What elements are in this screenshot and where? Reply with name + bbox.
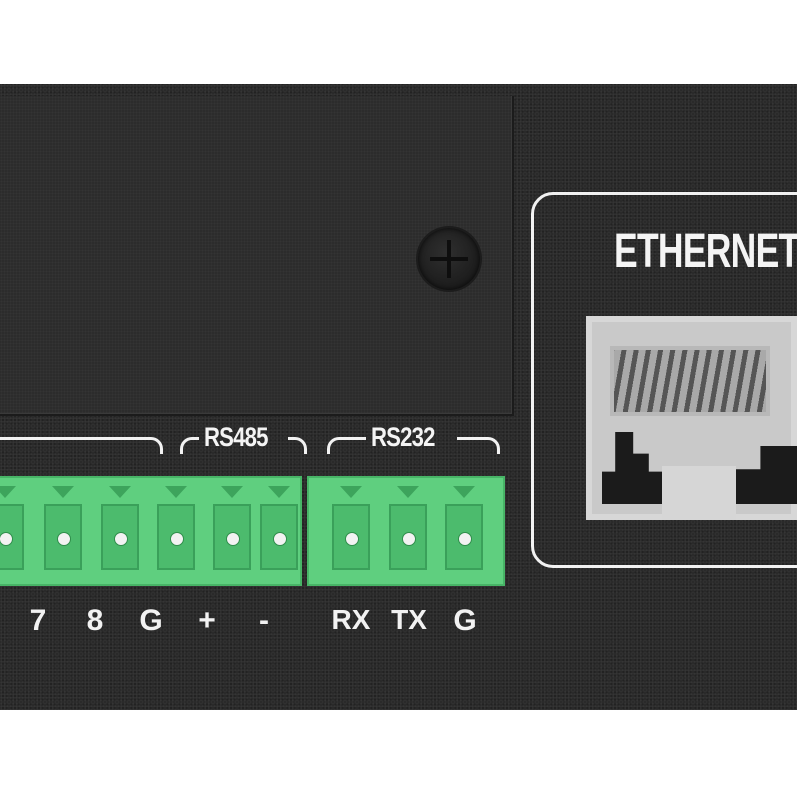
ethernet-port[interactable] <box>586 316 797 520</box>
pin-label-g2: G <box>453 604 477 637</box>
rs485-bracket-right <box>288 437 307 454</box>
terminal-tx[interactable] <box>385 486 431 580</box>
terminal-rx[interactable] <box>328 486 374 580</box>
terminal-g1[interactable] <box>153 486 199 580</box>
rs232-bracket-right <box>457 437 500 454</box>
terminal-partial <box>0 486 28 580</box>
rj45-latch-opening <box>662 466 736 520</box>
pin-label-rx: RX <box>331 604 371 635</box>
ethernet-label: ETHERNET <box>614 225 797 278</box>
screw-icon <box>418 228 480 290</box>
rs485-label: RS485 <box>204 422 268 452</box>
pin-label-plus: + <box>198 604 216 637</box>
terminal-plus[interactable] <box>209 486 255 580</box>
pin-label-8: 8 <box>86 604 104 637</box>
io-group-bracket <box>0 437 163 454</box>
terminal-block-io-rs485 <box>0 476 302 586</box>
terminal-g2[interactable] <box>441 486 487 580</box>
rj45-contacts <box>610 346 770 416</box>
terminal-8[interactable] <box>97 486 143 580</box>
pin-label-g1: G <box>139 604 163 637</box>
rs232-bracket-left <box>327 437 366 454</box>
ethernet-frame <box>531 192 797 568</box>
rs485-bracket-left <box>180 437 199 454</box>
rj45-latch-right <box>736 446 797 504</box>
rj45-latch-left <box>602 432 662 504</box>
pin-label-minus: - <box>259 604 269 637</box>
terminal-minus[interactable] <box>256 486 302 580</box>
pin-label-tx: TX <box>391 604 427 635</box>
rs232-label: RS232 <box>371 422 435 452</box>
terminal-block-rs232 <box>307 476 505 586</box>
pin-label-7: 7 <box>29 604 47 637</box>
terminal-7[interactable] <box>40 486 86 580</box>
